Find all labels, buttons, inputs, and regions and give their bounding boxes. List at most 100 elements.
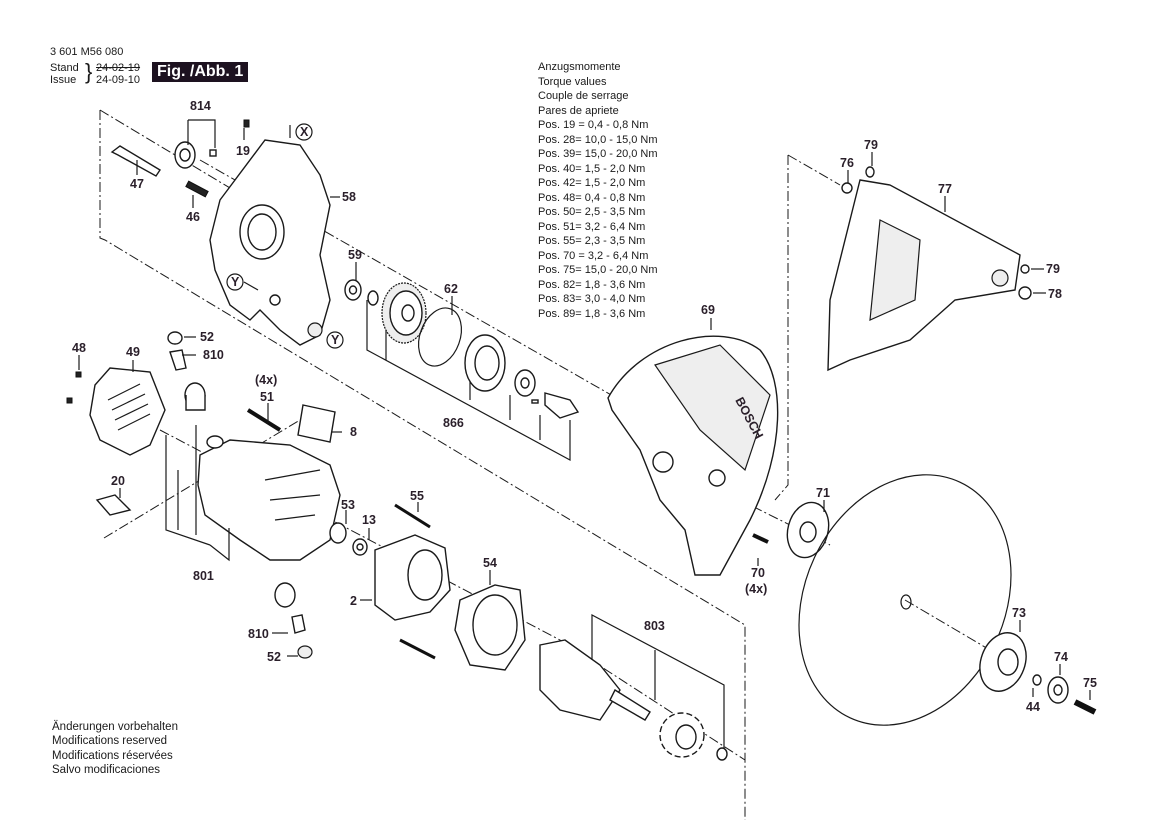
label-73: 73 (1012, 606, 1026, 620)
label-x: X (300, 125, 309, 139)
leader-lines (78, 119, 1091, 700)
part-77-upper-guard (827, 179, 1021, 372)
part-79-washer-top (865, 166, 875, 178)
part-54-brush-holder-ring (454, 584, 526, 671)
part-49-end-cover (89, 367, 166, 456)
label-54: 54 (483, 556, 497, 570)
part-19-screw (243, 119, 250, 128)
marker-y-2 (326, 331, 344, 349)
torque-title-es: Pares de apriete (538, 104, 619, 117)
torque-row: Pos. 48= 0,4 - 0,8 Nm (538, 191, 646, 204)
part-13-bearing (352, 538, 368, 556)
label-51: 51 (260, 390, 274, 404)
torque-row: Pos. 83= 3,0 - 4,0 Nm (538, 293, 646, 305)
bracket-801 (165, 425, 230, 562)
label-801: 801 (193, 569, 214, 583)
part-51-screw (246, 408, 282, 432)
notice-en: Modifications reserved (52, 735, 168, 748)
figure-badge: Fig. /Abb. 1 (152, 62, 249, 82)
part-75-bolt (1073, 699, 1097, 715)
part-58-gear-housing (209, 139, 331, 346)
torque-row: Pos. 51= 3,2 - 6,4 Nm (538, 220, 646, 233)
part-801-motor-housing (197, 435, 341, 561)
label-62: 62 (444, 282, 458, 296)
issue-date: 24-09-10 (96, 74, 141, 86)
part-53-bearing (329, 522, 347, 544)
brace-symbol: } (85, 59, 93, 84)
part-bearing-flange (464, 334, 580, 419)
torque-title-de: Anzugsmomente (538, 61, 621, 73)
label-814: 814 (190, 99, 211, 113)
label-y-1: Y (231, 275, 240, 289)
label-79-right: 79 (1046, 262, 1060, 276)
label-4x-51: (4x) (255, 373, 277, 387)
part-71-flange (786, 501, 830, 559)
label-810-top: 810 (203, 348, 224, 362)
torque-row: Pos. 75= 15,0 - 20,0 Nm (538, 264, 658, 276)
part-70-screw (752, 533, 769, 544)
stand-date-struck: 24-02-19 (96, 62, 141, 74)
label-79-top: 79 (864, 138, 878, 152)
torque-row: Pos. 82= 1,8 - 3,6 Nm (538, 278, 646, 291)
label-53: 53 (341, 498, 355, 512)
part-59-bearing (344, 279, 379, 306)
part-48-screws (66, 371, 82, 404)
label-19: 19 (236, 144, 250, 158)
label-13: 13 (362, 513, 376, 527)
label-71: 71 (816, 486, 830, 500)
label-74: 74 (1054, 650, 1068, 664)
torque-row: Pos. 19 = 0,4 - 0,8 Nm (538, 119, 649, 131)
part-74-clamp-nut (1047, 676, 1069, 704)
label-4x-70: (4x) (745, 582, 767, 596)
torque-row: Pos. 40= 1,5 - 2,0 Nm (538, 162, 646, 175)
label-46: 46 (186, 210, 200, 224)
modifications-notice: Änderungen vorbehalten Modifications res… (52, 720, 178, 777)
label-2: 2 (350, 594, 357, 608)
label-76: 76 (840, 156, 854, 170)
marker-y-1 (226, 273, 244, 291)
notice-de: Änderungen vorbehalten (52, 721, 178, 733)
part-20-label (95, 494, 132, 516)
label-810-bottom: 810 (248, 627, 269, 641)
label-52-bottom: 52 (267, 650, 281, 664)
label-20: 20 (111, 474, 125, 488)
label-55: 55 (410, 489, 424, 503)
issue-label: Issue (50, 74, 77, 86)
label-58: 58 (342, 190, 356, 204)
part-69-blade-guard: BOSCH (607, 335, 779, 576)
torque-row: Pos. 89= 1,8 - 3,6 Nm (538, 307, 646, 320)
notice-fr: Modifications réservées (52, 749, 173, 762)
label-77: 77 (938, 182, 952, 196)
label-75: 75 (1083, 676, 1097, 690)
torque-row: Pos. 28= 10,0 - 15,0 Nm (538, 133, 658, 146)
stand-label: Stand (50, 62, 79, 74)
part-brush-holder-bottom (274, 582, 313, 659)
part-55-screws (394, 503, 436, 660)
label-8: 8 (350, 425, 357, 439)
label-866: 866 (443, 416, 464, 430)
label-803: 803 (644, 619, 665, 633)
torque-row: Pos. 42= 1,5 - 2,0 Nm (538, 177, 646, 189)
torque-row: Pos. 55= 2,3 - 3,5 Nm (538, 235, 646, 247)
part-47-lever (110, 145, 161, 177)
part-803-armature (539, 639, 728, 761)
label-47: 47 (130, 177, 144, 191)
part-44-washer (1032, 674, 1042, 686)
torque-title-fr: Couple de serrage (538, 90, 629, 102)
part-78-knob (1018, 286, 1032, 300)
label-52-top: 52 (200, 330, 214, 344)
marker-x (295, 123, 313, 141)
part-79-washer-right (1020, 264, 1030, 274)
label-y-2: Y (331, 333, 340, 347)
part-labels: 814 19 X 47 46 58 Y Y 59 62 866 48 49 52… (72, 99, 1097, 714)
bracket-866 (366, 300, 571, 462)
part-62-o-ring (417, 307, 463, 367)
torque-title-en: Torque values (538, 75, 607, 88)
torque-row: Pos. 39= 15,0 - 20,0 Nm (538, 148, 658, 160)
part-73-outer-flange (979, 632, 1027, 692)
part-8-label (297, 404, 336, 443)
label-78: 78 (1048, 287, 1062, 301)
label-49: 49 (126, 345, 140, 359)
part-76-nut (841, 182, 853, 194)
